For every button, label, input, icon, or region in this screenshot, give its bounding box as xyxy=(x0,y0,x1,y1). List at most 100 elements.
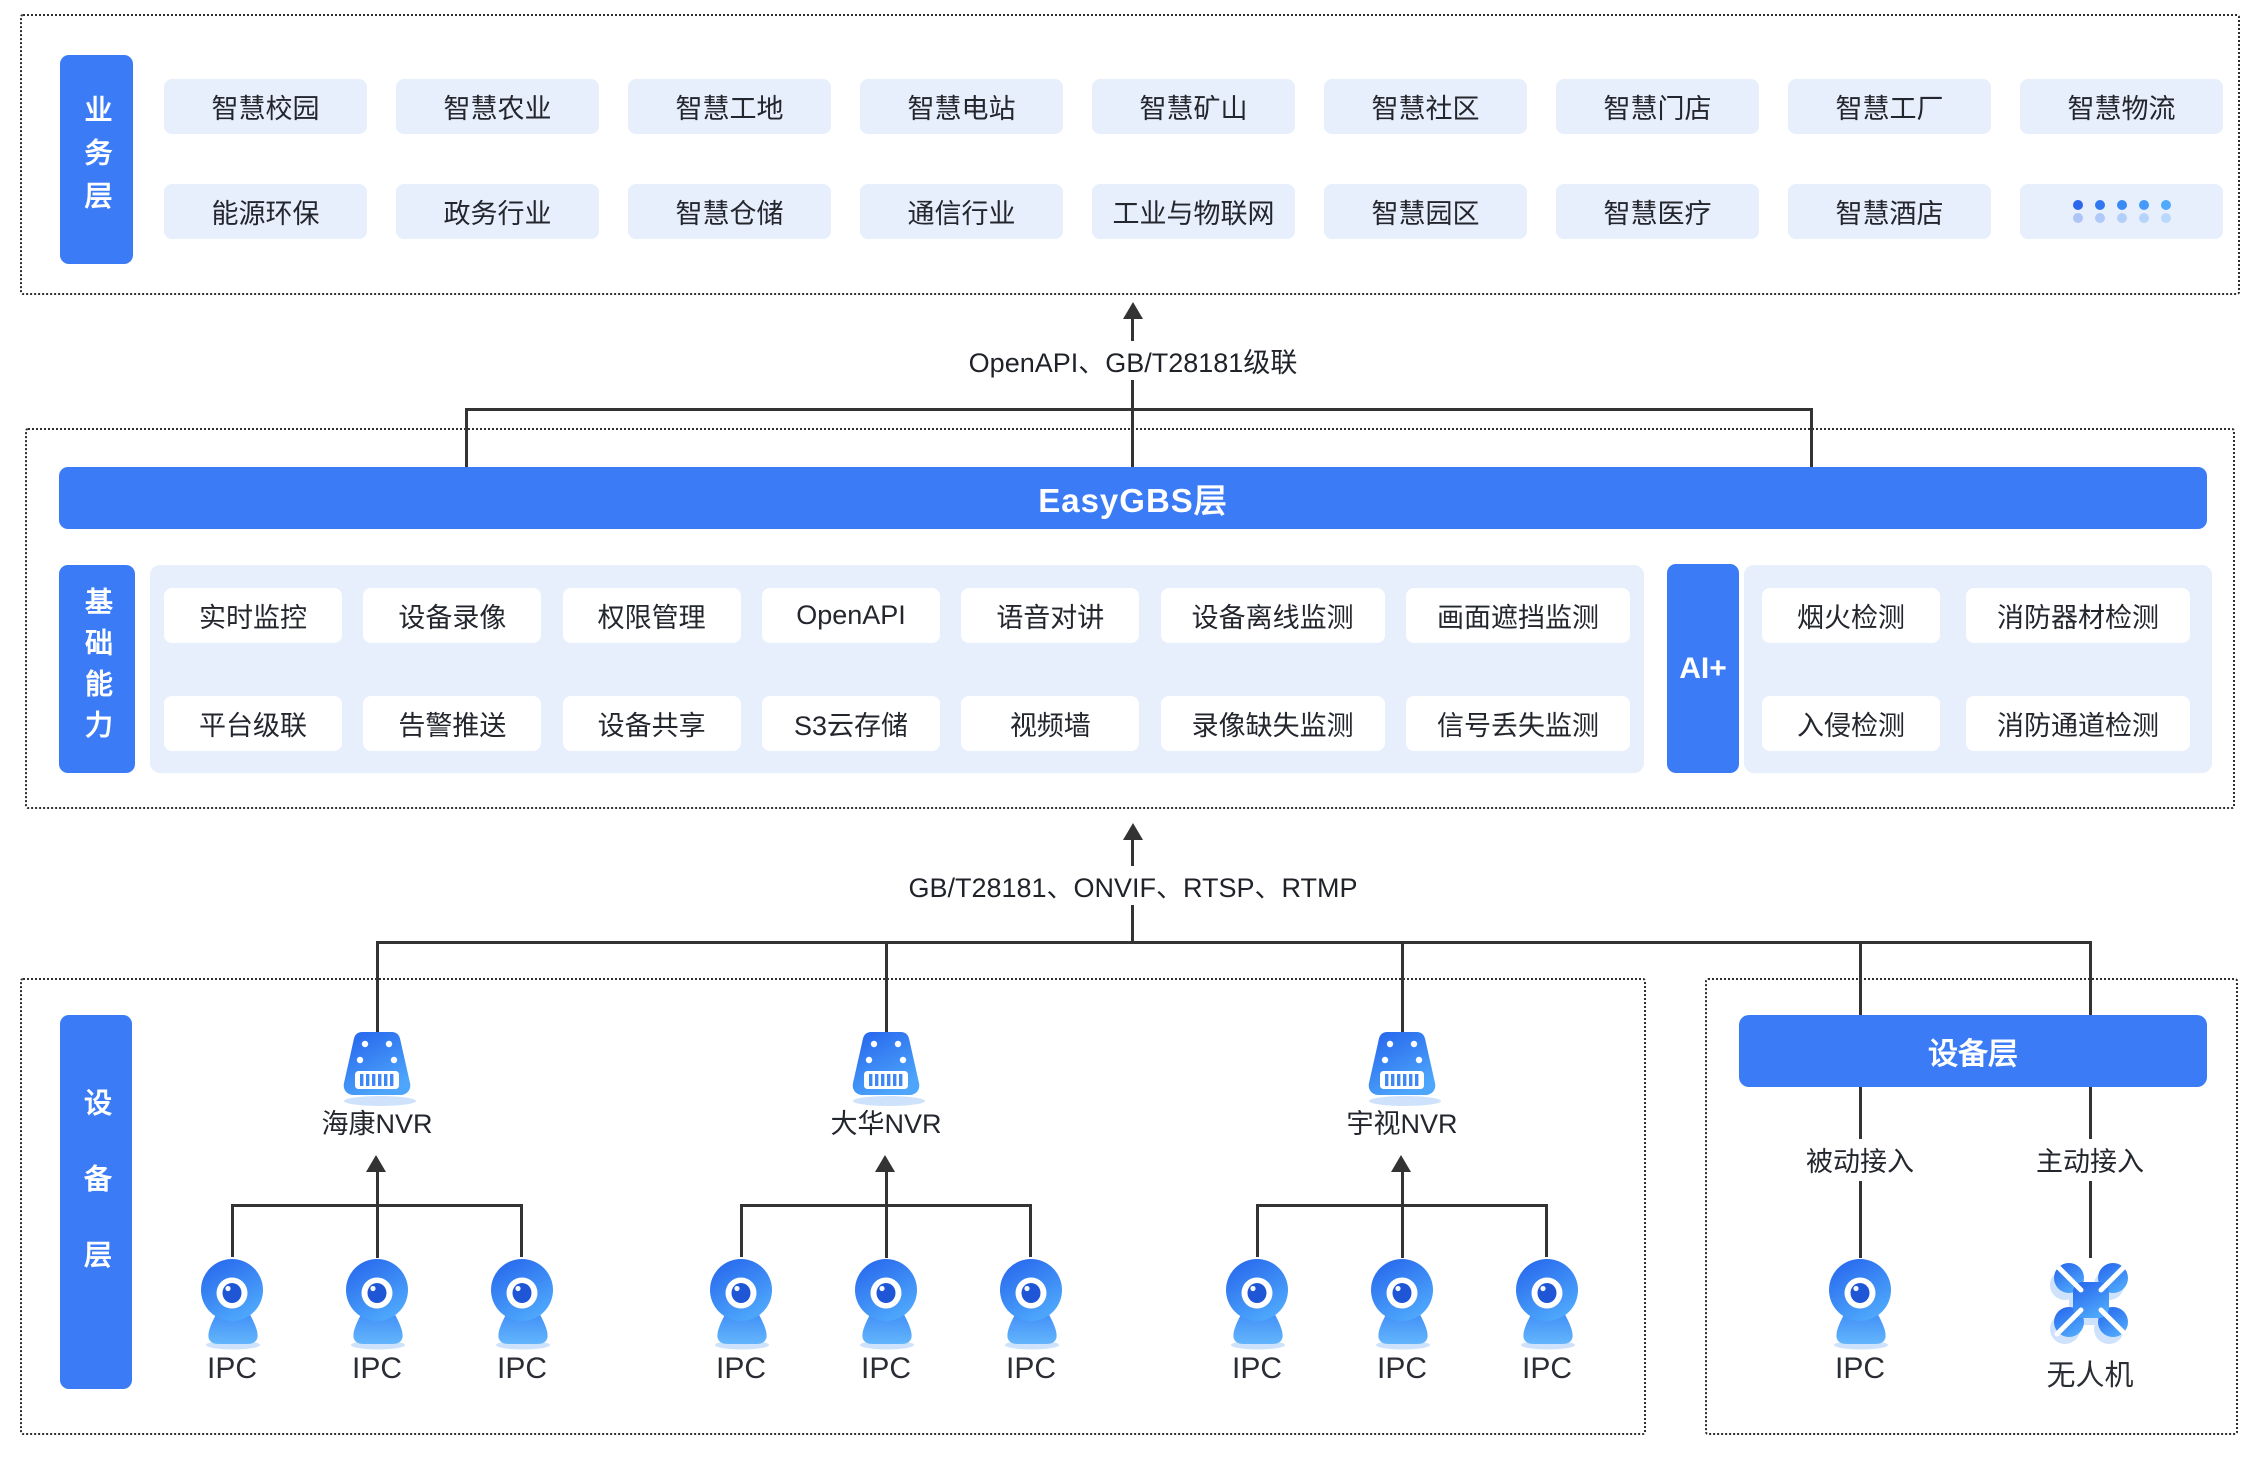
ipc-label: IPC xyxy=(351,1352,402,1385)
ipc-label: IPC xyxy=(1521,1352,1572,1385)
ipc-camera-icon xyxy=(1516,1259,1578,1350)
ipc-label: IPC xyxy=(1005,1352,1056,1385)
arrow-up-icon xyxy=(1123,302,1143,319)
capability-card: 录像缺失监测 xyxy=(1160,696,1385,751)
ai-capability-card: 消防通道检测 xyxy=(1966,696,2190,751)
capability-card: 信号丢失监测 xyxy=(1405,696,1630,751)
device-access-panel: 设备层 xyxy=(1705,978,2238,1435)
ai-plus-bar: AI+ xyxy=(1667,564,1739,773)
connector-line xyxy=(376,1171,379,1204)
business-item: 智慧酒店 xyxy=(1788,184,1991,239)
business-item: 工业与物联网 xyxy=(1092,184,1295,239)
capabilities-row-2: 平台级联 告警推送 设备共享 S3云存储 视频墙 录像缺失监测 信号丢失监测 xyxy=(164,696,1630,751)
business-item: 智慧农业 xyxy=(396,79,599,134)
connector-line xyxy=(1401,1207,1404,1258)
connector-bracket xyxy=(465,408,1813,467)
more-items-indicator xyxy=(2020,184,2223,239)
business-row-2: 能源环保 政务行业 智慧仓储 通信行业 工业与物联网 智慧园区 智慧医疗 智慧酒… xyxy=(164,184,2223,239)
arrow-up-icon xyxy=(1391,1155,1411,1172)
business-item: 智慧园区 xyxy=(1324,184,1527,239)
ipc-camera-icon xyxy=(710,1259,772,1350)
business-item: 智慧仓储 xyxy=(628,184,831,239)
ai-capability-card: 入侵检测 xyxy=(1762,696,1940,751)
device-panel-title-bar: 设备层 xyxy=(1739,1015,2207,1087)
connector-line xyxy=(1131,317,1134,343)
connector-bracket xyxy=(740,1204,1032,1257)
capabilities-panel: 实时监控 设备录像 权限管理 OpenAPI 语音对讲 设备离线监测 画面遮挡监… xyxy=(150,565,1644,773)
connector-line xyxy=(1401,941,1404,1033)
arrow-up-icon xyxy=(366,1155,386,1172)
drone-label: 无人机 xyxy=(2046,1360,2134,1392)
ipc-label: IPC xyxy=(206,1352,257,1385)
business-item: 智慧矿山 xyxy=(1092,79,1295,134)
more-dots-shadow xyxy=(2072,213,2171,223)
ipc-camera-icon xyxy=(1371,1259,1433,1350)
capability-card: 平台级联 xyxy=(164,696,342,751)
ipc-camera-icon xyxy=(491,1259,553,1350)
capabilities-label: 基础能力 xyxy=(59,565,135,773)
nvr-name: 大华NVR xyxy=(830,1109,942,1139)
connector-line xyxy=(885,941,888,1033)
drone-icon xyxy=(2050,1263,2128,1344)
ipc-label: IPC xyxy=(860,1352,911,1385)
ipc-camera-icon xyxy=(201,1259,263,1350)
nvr-name: 宇视NVR xyxy=(1346,1109,1458,1139)
ipc-label: IPC xyxy=(1834,1352,1885,1385)
connector-line xyxy=(376,1207,379,1258)
access-mode-label: 主动接入 xyxy=(2036,1147,2144,1177)
more-dots-icon xyxy=(2072,200,2171,210)
ipc-camera-icon xyxy=(855,1259,917,1350)
business-item: 智慧工厂 xyxy=(1788,79,1991,134)
connector-line xyxy=(885,1207,888,1258)
connector-bracket xyxy=(1256,1204,1548,1257)
ai-capability-card: 烟火检测 xyxy=(1762,588,1940,643)
bottom-connector-label: GB/T28181、ONVIF、RTSP、RTMP xyxy=(783,866,1483,905)
business-layer-box: 业务层 智慧校园 智慧农业 智慧工地 智慧电站 智慧矿山 智慧社区 智慧门店 智… xyxy=(20,14,2240,295)
connector-line xyxy=(376,941,379,1033)
ipc-camera-icon xyxy=(1829,1259,1891,1350)
capability-card: 画面遮挡监测 xyxy=(1405,588,1630,643)
ipc-label: IPC xyxy=(1376,1352,1427,1385)
easygbs-layer-box: EasyGBS层 基础能力 实时监控 设备录像 权限管理 OpenAPI 语音对… xyxy=(25,428,2235,809)
business-layer-label: 业务层 xyxy=(60,55,133,264)
capability-card: 设备离线监测 xyxy=(1160,588,1385,643)
nvr-icon xyxy=(343,1032,416,1106)
ipc-camera-icon xyxy=(1226,1259,1288,1350)
ai-row-2: 入侵检测 消防通道检测 xyxy=(1762,696,2190,751)
ipc-label: IPC xyxy=(496,1352,547,1385)
capability-card: 视频墙 xyxy=(961,696,1140,751)
capability-card: OpenAPI xyxy=(761,588,940,643)
capability-card: S3云存储 xyxy=(761,696,940,751)
business-item: 智慧电站 xyxy=(860,79,1063,134)
arrow-up-icon xyxy=(1123,823,1143,840)
capability-card: 实时监控 xyxy=(164,588,342,643)
connector-line xyxy=(377,941,2091,944)
nvr-icon xyxy=(1368,1032,1441,1106)
business-item: 智慧医疗 xyxy=(1556,184,1759,239)
nvr-name: 海康NVR xyxy=(321,1109,433,1139)
connector-line xyxy=(1131,378,1134,467)
ai-capability-card: 消防器材检测 xyxy=(1966,588,2190,643)
connector-line xyxy=(2089,1181,2092,1258)
ai-row-1: 烟火检测 消防器材检测 xyxy=(1762,588,2190,643)
business-item: 智慧工地 xyxy=(628,79,831,134)
business-item: 能源环保 xyxy=(164,184,367,239)
ipc-label: IPC xyxy=(715,1352,766,1385)
connector-line xyxy=(1131,838,1134,866)
nvr-icon xyxy=(852,1032,925,1106)
ipc-camera-icon xyxy=(1000,1259,1062,1350)
ai-capabilities-panel: 烟火检测 消防器材检测 入侵检测 消防通道检测 xyxy=(1744,565,2212,773)
device-layer-label: 设备层 xyxy=(60,1015,132,1389)
business-item: 智慧校园 xyxy=(164,79,367,134)
ipc-label: IPC xyxy=(1231,1352,1282,1385)
connector-line xyxy=(1859,1181,1862,1258)
capability-card: 权限管理 xyxy=(562,588,741,643)
capability-card: 设备共享 xyxy=(562,696,741,751)
connector-line xyxy=(885,1171,888,1204)
capability-card: 设备录像 xyxy=(363,588,542,643)
business-item: 智慧社区 xyxy=(1324,79,1527,134)
business-item: 智慧物流 xyxy=(2020,79,2223,134)
access-mode-label: 被动接入 xyxy=(1806,1147,1914,1177)
connector-bracket xyxy=(231,1204,523,1257)
